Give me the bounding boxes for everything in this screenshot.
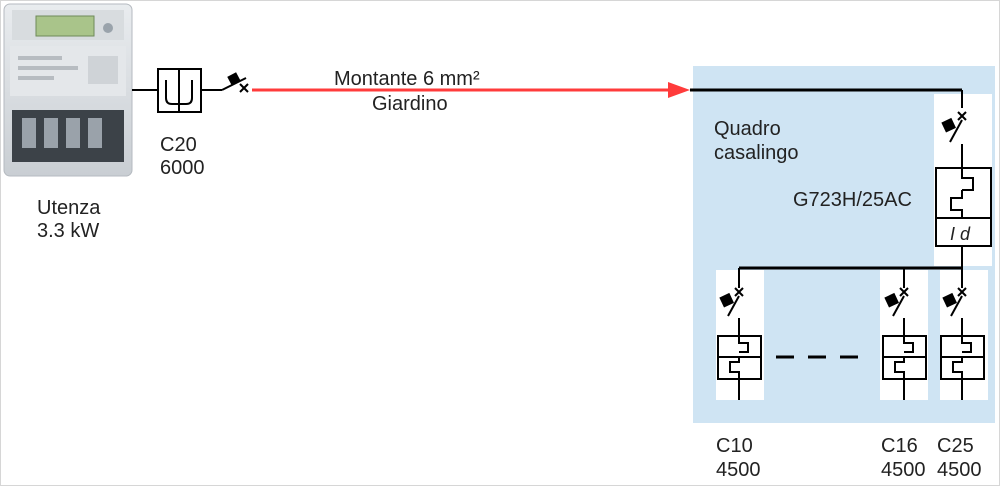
feeder-arrowhead [668,82,690,98]
meter-label-line1: Utenza [37,197,101,219]
circuit-c25-label-line2: 4500 [937,459,982,481]
rcd-model-label: G723H/25AC [793,189,912,211]
circuit-c10-label-line1: C10 [716,435,753,457]
energy-meter-image [3,3,133,177]
rcd-body [935,167,992,247]
main-switch-symbol [221,72,249,93]
main-breaker-label-line2: 6000 [160,157,205,179]
circuit-c16-symbol [882,268,927,400]
circuit-c10-symbol [717,268,762,400]
circuit-c25-label-line1: C25 [937,435,974,457]
panel-label-line1: Quadro [714,118,781,140]
rcd-differential-symbol: I d [950,224,971,244]
circuit-c10-label-line2: 4500 [716,459,761,481]
main-breaker-symbol [157,68,202,113]
circuit-c16-label-line2: 4500 [881,459,926,481]
feeder-label-line1: Montante 6 mm² [334,68,480,90]
circuit-c16-label-line1: C16 [881,435,918,457]
main-breaker-label-line1: C20 [160,134,197,156]
rcd-switch-symbol [941,111,967,168]
feeder-label-line2: Giardino [372,93,448,115]
panel-label-line2: casalingo [714,142,799,164]
circuit-c25-symbol [940,268,985,400]
meter-label-line2: 3.3 kW [37,220,100,242]
